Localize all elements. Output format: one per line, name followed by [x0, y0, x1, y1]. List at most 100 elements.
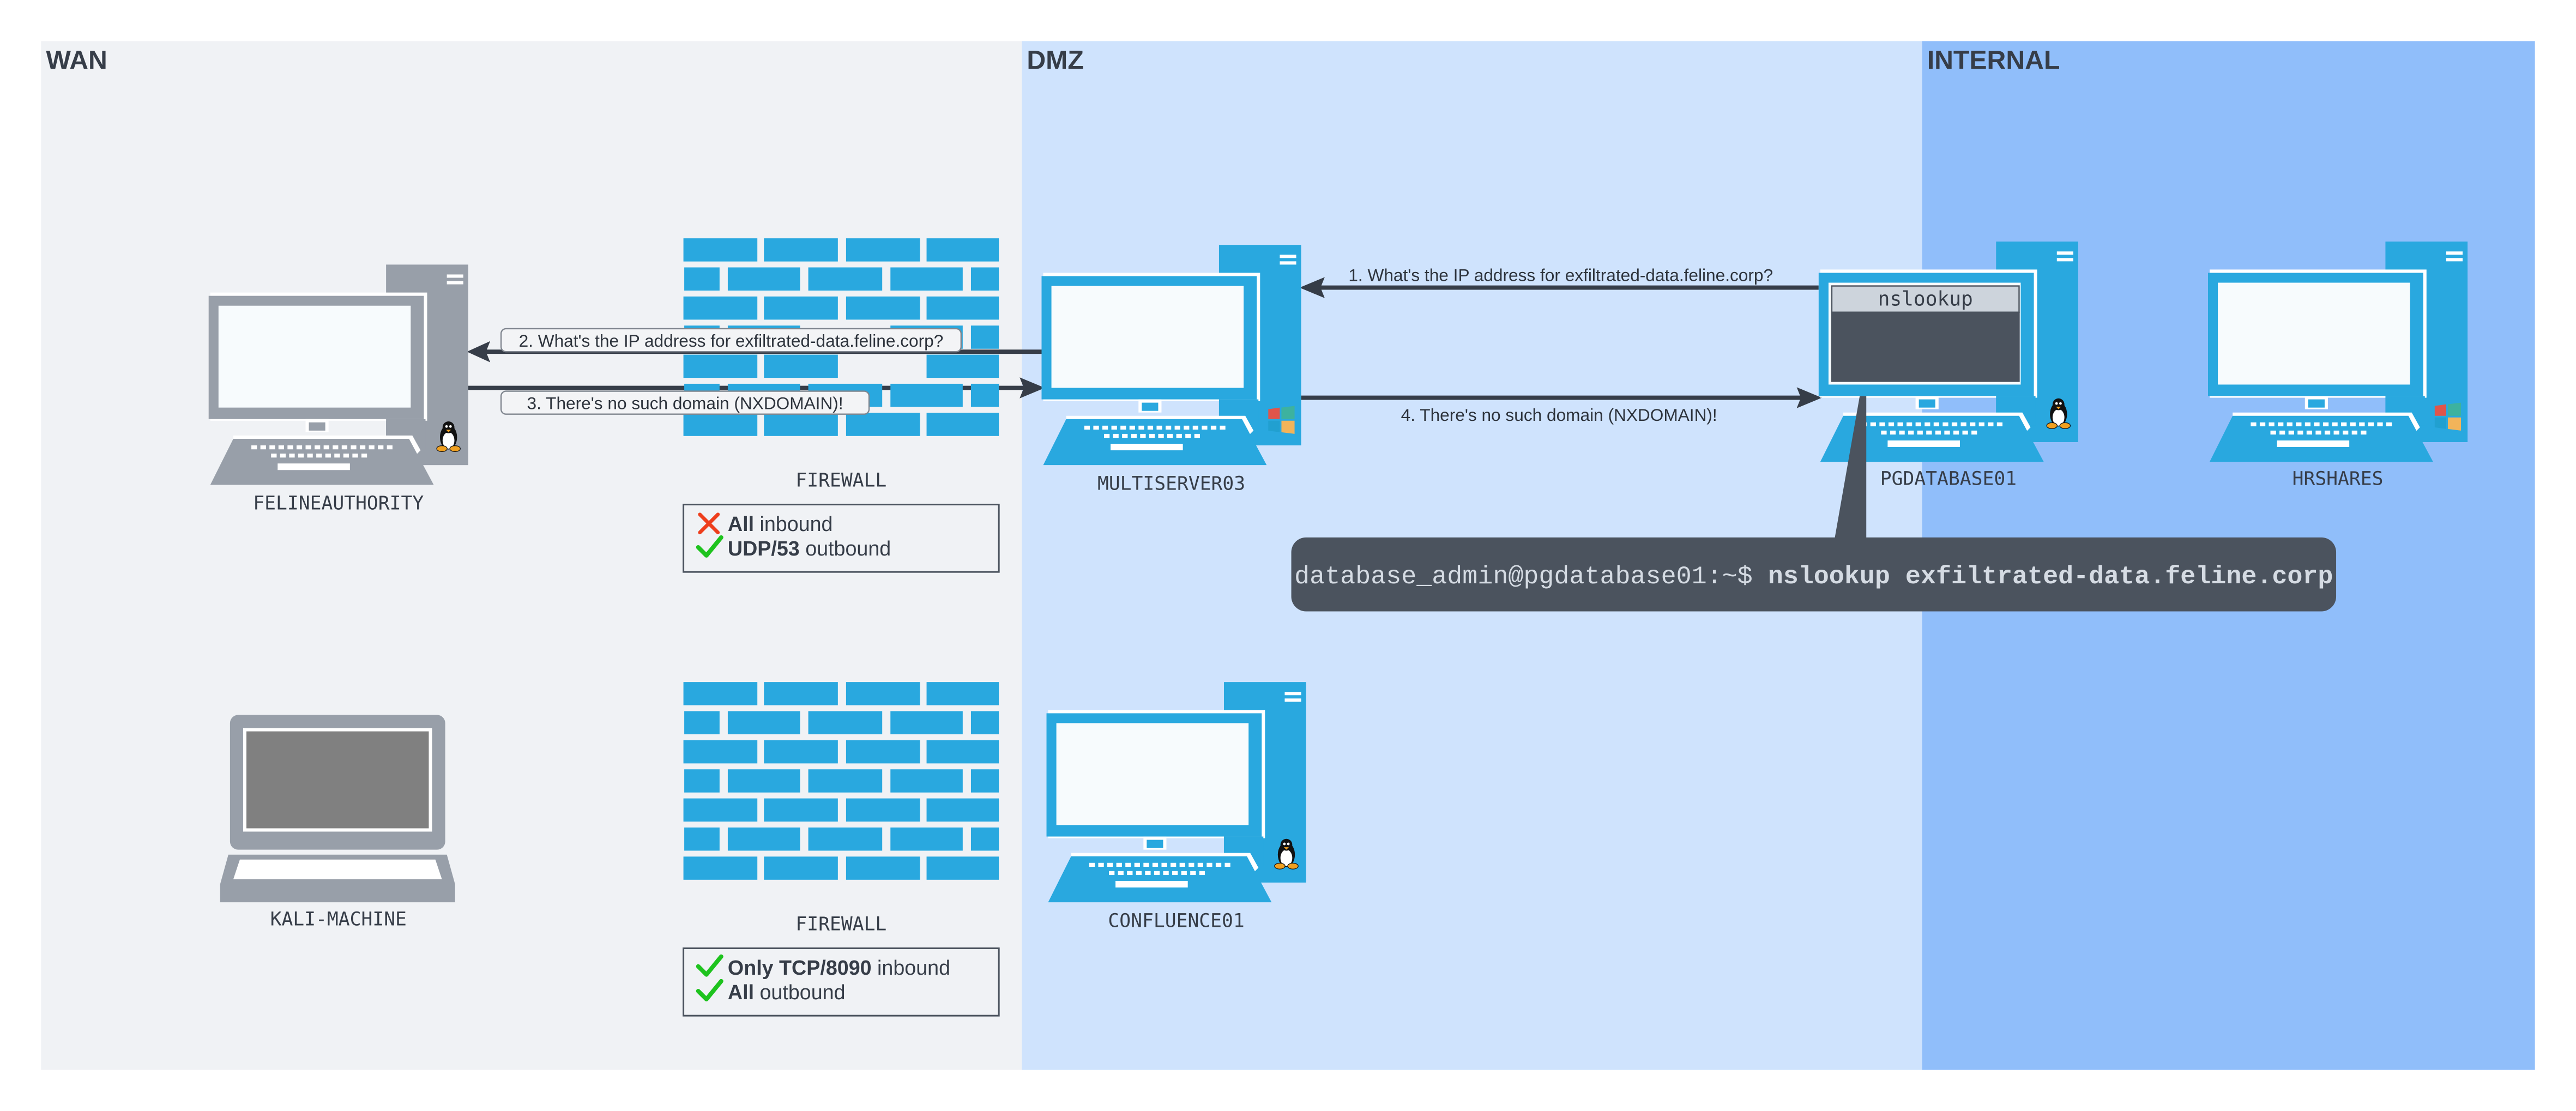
screen: [1051, 286, 1244, 388]
firewall-brick: [970, 325, 999, 349]
rule-text: All inbound: [728, 512, 833, 535]
firewall-bottom-rules: Only TCP/8090 inbound All outbound: [683, 947, 1000, 1017]
screen: [2218, 282, 2410, 385]
firewall-brick: [683, 413, 758, 436]
firewall-brick: [764, 740, 838, 764]
firewall-bottom-label: FIREWALL: [795, 913, 886, 935]
keyboard: [1043, 419, 1267, 466]
svg-text:3. There's no such domain (NXD: 3. There's no such domain (NXDOMAIN)!: [527, 394, 843, 413]
firewall-brick: [846, 798, 920, 822]
allow-icon: [696, 979, 723, 1001]
arrow-label-step-2: 2. What's the IP address for exfiltrated…: [500, 328, 962, 353]
shell-command: nslookup exfiltrated-data.feline.corp: [1768, 563, 2333, 591]
host-label-confluence01: CONFLUENCE01: [1108, 910, 1244, 932]
screen: [218, 305, 411, 408]
desktop-computer-icon: [1046, 682, 1306, 903]
firewall-brick: [683, 682, 758, 705]
keyboard: [1820, 415, 2044, 462]
firewall-brick: [970, 711, 999, 735]
windows-logo-icon: [1268, 406, 1295, 434]
host-kali-machine[interactable]: KALI-MACHINE: [220, 715, 455, 930]
firewall-brick: [808, 267, 883, 291]
keyboard: [2210, 415, 2433, 462]
firewall-brick: [764, 856, 838, 880]
firewall-brick: [727, 711, 800, 735]
shell-prompt: database_admin@pgdatabase01:~$: [1294, 563, 1768, 591]
firewall-brick: [683, 354, 758, 378]
host-hrshares[interactable]: [2208, 241, 2468, 462]
firewall-brick: [926, 856, 999, 880]
desktop-computer-icon: [2208, 241, 2468, 462]
firewall-brick: [846, 296, 920, 320]
firewall-brick: [684, 827, 720, 851]
firewall-brick: [683, 238, 758, 262]
firewall-brick: [926, 238, 999, 262]
firewall-brick: [727, 769, 800, 793]
firewall-brick: [846, 856, 920, 880]
windows-logo-icon: [2434, 402, 2462, 431]
allow-icon: [696, 535, 723, 558]
firewall-brick: [890, 769, 963, 793]
firewall-brick: [846, 740, 920, 764]
keyboard: [1048, 856, 1272, 903]
firewall-brick: [926, 798, 999, 822]
arrow-head-step-3: [1019, 377, 1045, 398]
screen: [1056, 723, 1249, 825]
firewall-brick: [970, 769, 999, 793]
firewall-brick: [684, 711, 720, 735]
host-label-felineauthority: FELINEAUTHORITY: [253, 493, 424, 515]
rule-text: Only TCP/8090 inbound: [728, 956, 950, 979]
firewall-brick: [764, 413, 838, 436]
firewall-brick: [926, 354, 999, 378]
host-multiserver03[interactable]: [1041, 245, 1301, 466]
command-text: database_admin@pgdatabase01:~$ nslookup …: [1294, 563, 2333, 591]
host-label-pgdatabase01: PGDATABASE01: [1880, 468, 2017, 490]
arrow-head-step-1: [1299, 277, 1325, 298]
deny-icon: [698, 512, 720, 535]
firewall-brick: [684, 267, 720, 291]
laptop-icon: [220, 715, 455, 903]
firewall-brick: [808, 827, 883, 851]
firewall-brick: [846, 682, 920, 705]
host-label: KALI-MACHINE: [270, 908, 407, 930]
desktop-computer-icon: [1041, 245, 1301, 466]
firewall-brick: [926, 682, 999, 705]
host-pgdatabase01[interactable]: nslookup: [1818, 241, 2078, 462]
firewall-brick: [764, 354, 838, 378]
firewall-brick: [846, 238, 920, 262]
firewall-brick: [926, 413, 999, 436]
firewall-brick: [890, 711, 963, 735]
firewall-brick: [970, 827, 999, 851]
firewall-bottom[interactable]: [683, 682, 999, 880]
terminal-window: nslookup: [1831, 285, 2020, 382]
firewall-brick: [808, 711, 883, 735]
firewall-brick: [890, 267, 963, 291]
firewall-top-label: FIREWALL: [795, 469, 886, 491]
firewall-brick: [683, 798, 758, 822]
arrow-head-step-2: [467, 341, 491, 363]
firewall-brick: [970, 267, 999, 291]
svg-text:2. What's the IP address for e: 2. What's the IP address for exfiltrated…: [519, 331, 944, 351]
firewall-brick: [683, 296, 758, 320]
keyboard: [210, 438, 434, 485]
firewall-brick: [890, 827, 963, 851]
firewall-brick: [683, 740, 758, 764]
host-felineauthority[interactable]: [208, 264, 468, 485]
firewall-brick: [808, 769, 883, 793]
firewall-brick: [846, 413, 920, 436]
allow-icon: [696, 954, 723, 977]
zone-wan: [41, 41, 1024, 1070]
firewall-top-rules: All inbound UDP/53 outbound: [683, 504, 1000, 573]
firewall-brick: [890, 383, 963, 407]
arrow-label-step-3: 3. There's no such domain (NXDOMAIN)!: [500, 390, 870, 415]
firewall-brick: [764, 682, 838, 705]
host-label-hrshares: HRSHARES: [2293, 468, 2384, 490]
firewall-brick: [764, 798, 838, 822]
zone-title-dmz: DMZ: [1027, 46, 1083, 75]
host-confluence01[interactable]: [1046, 682, 1306, 903]
host-label-multiserver03: MULTISERVER03: [1097, 473, 1245, 494]
firewall-brick: [764, 238, 838, 262]
firewall-brick: [926, 296, 999, 320]
command-callout: database_admin@pgdatabase01:~$ nslookup …: [1291, 396, 2337, 612]
